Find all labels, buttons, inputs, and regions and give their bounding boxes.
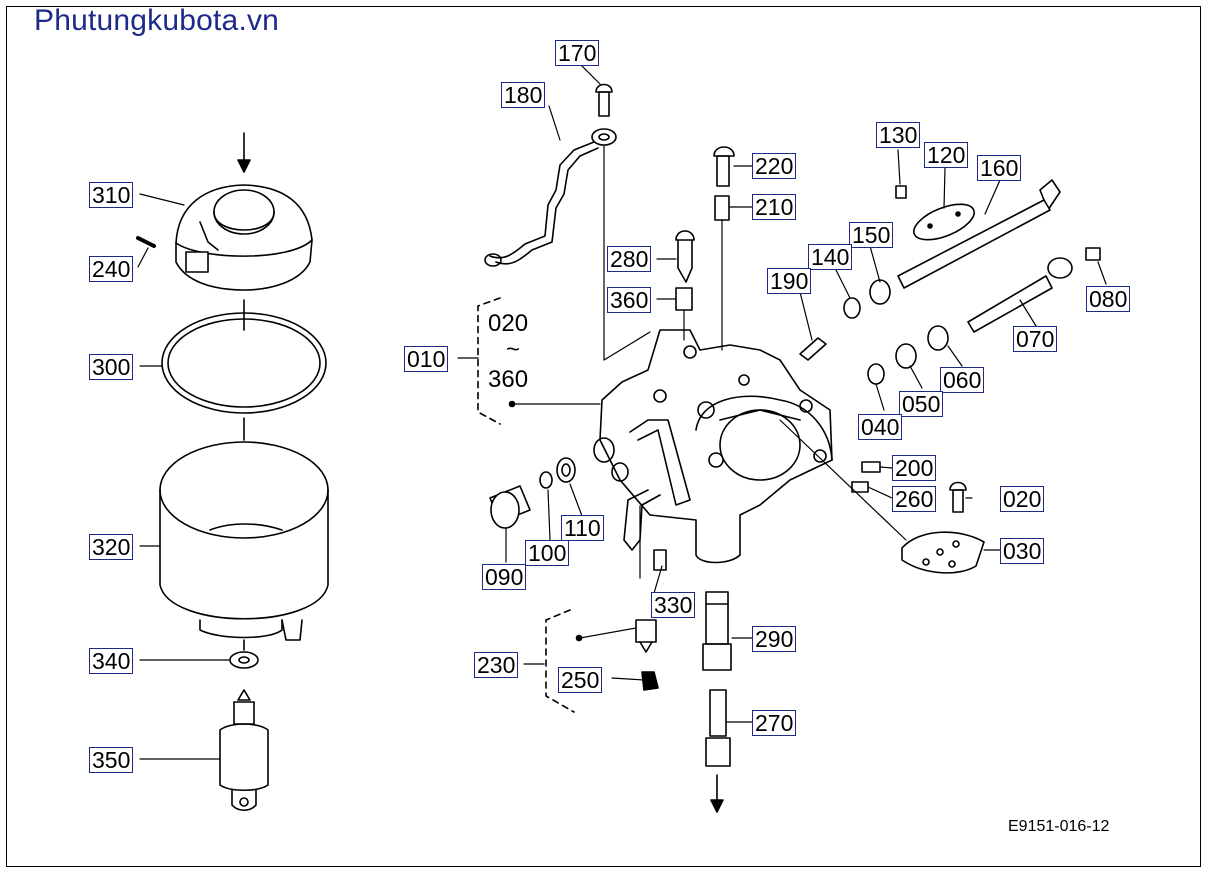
label-260: 260 (892, 486, 937, 512)
label-050: 050 (899, 391, 944, 417)
label-160: 160 (977, 155, 1022, 181)
range-start: 020 (488, 310, 529, 337)
label-080: 080 (1086, 286, 1131, 312)
label-300: 300 (89, 354, 134, 380)
label-200: 200 (892, 455, 937, 481)
label-340: 340 (89, 648, 134, 674)
label-170: 170 (555, 40, 600, 66)
label-070: 070 (1013, 326, 1058, 352)
bracket-010 (477, 297, 501, 425)
range-tilde: ~ (506, 336, 521, 363)
label-310: 310 (89, 182, 134, 208)
label-180: 180 (501, 82, 546, 108)
label-250: 250 (558, 667, 603, 693)
label-350: 350 (89, 747, 134, 773)
site-watermark: Phutungkubota.vn (34, 4, 280, 37)
label-270: 270 (752, 710, 797, 736)
label-030: 030 (1000, 538, 1045, 564)
label-360: 360 (607, 287, 652, 313)
label-280: 280 (607, 246, 652, 272)
label-060: 060 (940, 367, 985, 393)
label-230: 230 (474, 652, 519, 678)
label-090: 090 (482, 564, 527, 590)
label-010: 010 (404, 346, 449, 372)
carburetor-assembly (484, 83, 1101, 813)
air-cleaner-assembly (136, 132, 329, 812)
label-210: 210 (752, 194, 797, 220)
dot-230 (575, 634, 583, 642)
range-end: 360 (488, 366, 529, 393)
label-320: 320 (89, 534, 134, 560)
label-220: 220 (752, 153, 797, 179)
drawing-code: E9151-016-12 (1008, 818, 1110, 835)
bracket-230 (545, 609, 575, 713)
label-330: 330 (651, 592, 696, 618)
drawing-frame (6, 6, 1201, 867)
dot-010 (508, 400, 516, 408)
label-130: 130 (876, 122, 921, 148)
label-240: 240 (89, 256, 134, 282)
label-140: 140 (808, 244, 853, 270)
label-100: 100 (525, 540, 570, 566)
label-110: 110 (561, 515, 604, 541)
label-040: 040 (858, 414, 903, 440)
label-150: 150 (849, 222, 894, 248)
label-020: 020 (1000, 486, 1045, 512)
label-190: 190 (767, 268, 812, 294)
leader-lines-right (457, 61, 1107, 723)
label-290: 290 (752, 626, 797, 652)
leader-lines-left (137, 193, 231, 760)
label-120: 120 (924, 142, 969, 168)
